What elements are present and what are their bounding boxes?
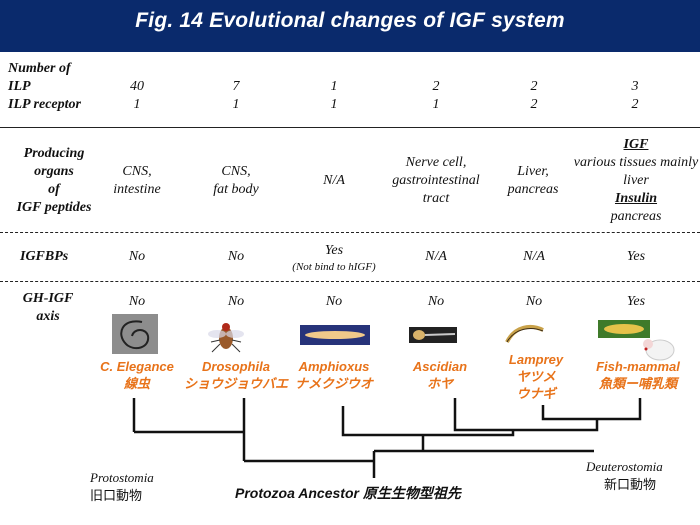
receptor-count-drosophila: 1 bbox=[232, 97, 240, 112]
deuterostomia-label: Deuterostomia bbox=[586, 459, 663, 474]
organism-lamprey-jp-line2: ウナギ bbox=[516, 386, 556, 401]
ilp-count-c-elegans: 40 bbox=[130, 79, 144, 94]
insulin-sites: pancreas bbox=[610, 209, 662, 224]
receptor-count-c-elegans: 1 bbox=[133, 97, 141, 112]
divider-producing bbox=[0, 232, 700, 233]
producing-ascidian: Nerve cell, gastrointestinal tract bbox=[392, 154, 479, 208]
ilp-row-header: Number of ILP ILP receptor bbox=[8, 60, 81, 114]
igfbp-row-header: IGFBPs bbox=[20, 249, 69, 264]
igf-sites-line1: various tissues mainly bbox=[573, 155, 699, 170]
ghigf-c-elegans: No bbox=[128, 294, 146, 309]
producing-header-line4: IGF peptides bbox=[16, 200, 92, 215]
igf-sites-line2: liver bbox=[623, 173, 649, 188]
organism-drosophila-jp: ショウジョウバエ bbox=[183, 376, 289, 391]
fruit-fly-image bbox=[208, 323, 244, 353]
organism-lamprey: Lamprey ヤツメ ウナギ bbox=[509, 351, 563, 402]
ghigf-ascidian: No bbox=[427, 294, 445, 309]
divider-igfbp bbox=[0, 281, 700, 282]
ghigf-header-line1: GH-IGF bbox=[22, 291, 74, 306]
organism-fish-mammal-jp: 魚類ー哺乳類 bbox=[598, 376, 677, 391]
ilp-count-lamprey: 2 bbox=[530, 79, 538, 94]
producing-row-header: Producing organs of IGF peptides bbox=[16, 145, 92, 217]
organism-ascidian: Ascidian ホヤ bbox=[413, 358, 467, 392]
receptor-count-fish-mammal: 2 bbox=[631, 97, 639, 112]
node-olfactores bbox=[453, 398, 599, 432]
producing-ascidian-line1: Nerve cell, bbox=[405, 155, 467, 170]
igf-label: IGF bbox=[623, 137, 649, 152]
nematode-image bbox=[112, 314, 158, 354]
igfbp-lamprey: N/A bbox=[523, 249, 545, 264]
ghigf-fish-mammal: Yes bbox=[626, 294, 646, 309]
organism-drosophila: Drosophila ショウジョウバエ bbox=[184, 358, 288, 392]
organism-ascidian-jp: ホヤ bbox=[426, 376, 453, 391]
organism-lamprey-jp-line1: ヤツメ bbox=[516, 369, 556, 384]
igfbp-drosophila: No bbox=[227, 249, 245, 264]
deuterostomia-jp-label: 新口動物 bbox=[604, 477, 657, 492]
fish-image bbox=[598, 320, 650, 338]
igfbp-amphioxus: Yes bbox=[324, 243, 344, 258]
divider-ilp bbox=[0, 127, 700, 128]
producing-header-line1: Producing bbox=[23, 146, 85, 161]
insulin-label: Insulin bbox=[614, 191, 658, 206]
protostomia-jp-label: 旧口動物 bbox=[90, 488, 143, 503]
producing-drosophila: CNS, fat body bbox=[213, 163, 259, 199]
ilp-header-line1: Number of bbox=[8, 61, 71, 76]
ilp-header-line3: ILP receptor bbox=[8, 97, 81, 112]
ascidian-larva-image bbox=[409, 327, 457, 343]
producing-ascidian-line2: gastrointestinal bbox=[392, 173, 480, 188]
igfbp-fish-mammal: Yes bbox=[626, 249, 646, 264]
ilp-count-drosophila: 7 bbox=[232, 79, 240, 94]
producing-header-line3: of bbox=[48, 182, 60, 197]
organism-amphioxus-name: Amphioxus bbox=[298, 359, 370, 374]
organism-c-elegans: C. Elegance 線虫 bbox=[100, 358, 174, 392]
organism-c-elegans-jp: 線虫 bbox=[123, 376, 151, 391]
ghigf-lamprey: No bbox=[525, 294, 543, 309]
amphioxus-image bbox=[300, 325, 370, 345]
producing-c-elegans: CNS, intestine bbox=[113, 163, 160, 199]
protozoa-ancestor-label: Protozoa Ancestor 原生生物型祖先 bbox=[235, 485, 461, 501]
producing-c-elegans-line1: CNS, bbox=[122, 164, 152, 179]
organism-amphioxus: Amphioxus ナメクジウオ bbox=[295, 358, 373, 392]
producing-amphioxus: N/A bbox=[323, 173, 345, 188]
receptor-count-amphioxus: 1 bbox=[330, 97, 338, 112]
producing-drosophila-line2: fat body bbox=[213, 182, 259, 197]
ilp-count-ascidian: 2 bbox=[432, 79, 440, 94]
node-chordates bbox=[341, 406, 515, 437]
organism-lamprey-name: Lamprey bbox=[508, 352, 564, 367]
organism-fish-mammal: Fish-mammal 魚類ー哺乳類 bbox=[596, 358, 680, 392]
organism-drosophila-name: Drosophila bbox=[202, 359, 270, 374]
organism-amphioxus-jp: ナメクジウオ bbox=[294, 376, 374, 391]
ilp-count-fish-mammal: 3 bbox=[631, 79, 639, 94]
ilp-header-line2: ILP bbox=[8, 79, 31, 94]
organism-c-elegans-name: C. Elegance bbox=[100, 359, 174, 374]
producing-lamprey-line2: pancreas bbox=[507, 182, 559, 197]
receptor-count-ascidian: 1 bbox=[432, 97, 440, 112]
receptor-count-lamprey: 2 bbox=[530, 97, 538, 112]
ilp-count-amphioxus: 1 bbox=[330, 79, 338, 94]
ghigf-amphioxus: No bbox=[325, 294, 343, 309]
producing-lamprey-line1: Liver, bbox=[517, 164, 549, 179]
ghigf-header-line2: axis bbox=[36, 309, 60, 324]
protostomia-label: Protostomia bbox=[90, 470, 154, 485]
igfbp-c-elegans: No bbox=[128, 249, 146, 264]
igfbp-amphioxus-note: (Not bind to hIGF) bbox=[292, 261, 376, 273]
mouse-image bbox=[643, 339, 675, 361]
producing-header-line2: organs bbox=[34, 164, 74, 179]
ghigf-drosophila: No bbox=[227, 294, 245, 309]
ghigf-row-header: GH-IGF axis bbox=[20, 290, 76, 326]
lamprey-image bbox=[505, 324, 544, 344]
organism-fish-mammal-name: Fish-mammal bbox=[596, 359, 680, 374]
producing-ascidian-line3: tract bbox=[422, 191, 450, 206]
figure-title: Fig. 14 Evolutional changes of IGF syste… bbox=[135, 9, 565, 32]
producing-fish-mammal: IGF various tissues mainly liver Insulin… bbox=[574, 136, 698, 226]
title-bar: Fig. 14 Evolutional changes of IGF syste… bbox=[0, 0, 700, 52]
producing-drosophila-line1: CNS, bbox=[221, 164, 251, 179]
producing-lamprey: Liver, pancreas bbox=[508, 163, 559, 199]
producing-c-elegans-line2: intestine bbox=[113, 182, 161, 197]
igfbp-ascidian: N/A bbox=[425, 249, 447, 264]
organism-ascidian-name: Ascidian bbox=[412, 359, 468, 374]
